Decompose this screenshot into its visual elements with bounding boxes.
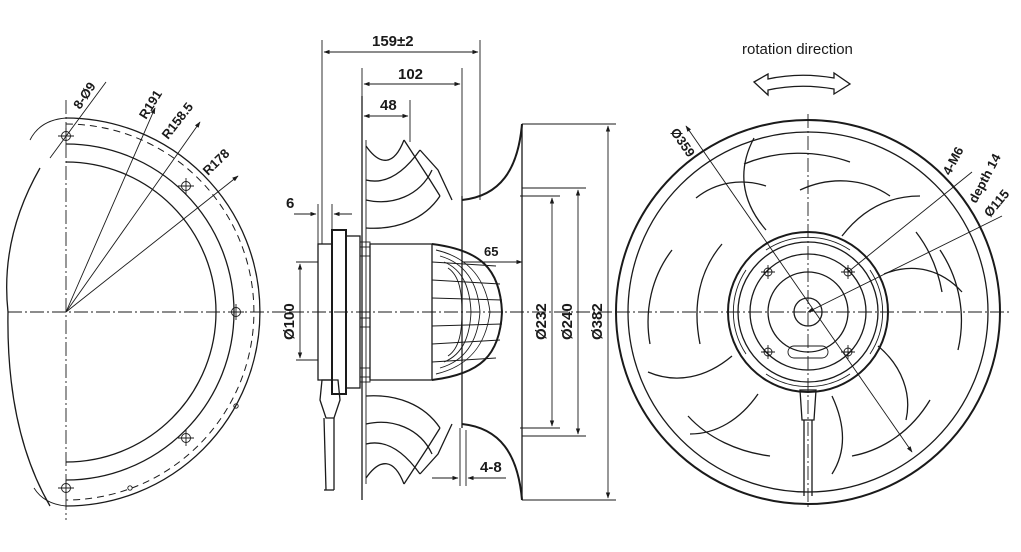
d359-label: Ø359 [668,125,699,160]
flange-cut-lower [7,311,51,507]
rotation-direction-label: rotation direction [742,41,853,58]
inner-flange-arc [65,161,217,463]
total-depth-label: 159±2 [372,33,414,50]
motor-rotor-dome [431,243,504,381]
flange-half-view: 8-Ø9 R191 R158.5 R178 [6,79,300,520]
cable-left [323,417,327,491]
depth-48-label: 48 [380,97,397,114]
flange-corner-lower [33,487,67,507]
leader-holes [49,81,107,159]
d382-label: Ø382 [589,303,606,340]
side-dimensions [294,40,616,501]
small-hole-mark [233,403,239,409]
r178-label: R178 [200,146,233,178]
leader-d359 [685,125,913,453]
impeller-blades-bottom [365,395,453,485]
r191-label: R191 [136,87,165,121]
front-view: rotation direction [615,41,1012,510]
leader-r158 [65,121,201,313]
outer-shroud-ring [615,119,1001,505]
leader-r178 [65,175,239,313]
d240-label: Ø240 [559,303,576,340]
d100-label: Ø100 [281,303,298,340]
bolt-circle-arc [65,123,255,501]
shroud-lower-curve [461,423,523,501]
holes-label: 8-Ø9 [70,79,99,111]
leader-d115 [807,215,1003,313]
depth-102-label: 102 [398,66,423,83]
dim-65-label: 65 [484,244,498,259]
shroud-upper-curve [461,123,523,201]
gap-4-8-label: 4-8 [480,459,502,476]
leader-threads [847,171,973,273]
radius-leaders [49,81,239,313]
outer-flange-arc [65,117,261,507]
cable-gland [319,379,341,419]
flange-corner-upper [29,117,67,141]
d232-label: Ø232 [533,303,550,340]
front-blades [647,137,963,475]
small-hole-mark [127,485,133,491]
impeller-blades-top [365,139,453,229]
flange-6-label: 6 [286,195,294,212]
rotation-arrow-icon [752,71,852,97]
side-view: 159±2 102 48 6 65 Ø100 Ø232 Ø240 Ø382 4-… [281,33,622,501]
flange-cut-upper [6,167,41,313]
leader-r191 [65,107,156,313]
threads-label: 4-M6 [939,144,966,177]
